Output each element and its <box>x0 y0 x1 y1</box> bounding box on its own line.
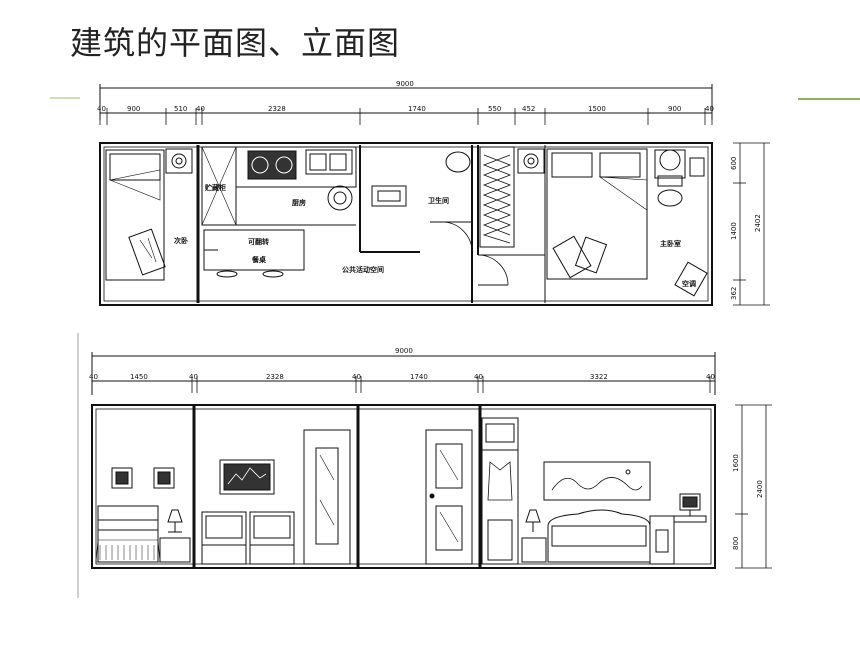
plan-right-dim-1: 1400 <box>730 222 738 240</box>
room-bathroom: 卫生间 <box>428 196 449 205</box>
room-kitchen: 厨房 <box>292 198 306 207</box>
elev-chair-1 <box>201 511 247 565</box>
elev-dim-7: 3322 <box>590 373 608 381</box>
elev-chair-2 <box>249 511 295 565</box>
plan-dim-8: 1500 <box>588 105 606 113</box>
room-second-bedroom: 次卧 <box>174 236 188 245</box>
air-conditioner <box>674 261 708 297</box>
room-foldable-table-2: 餐桌 <box>251 255 266 264</box>
elev-dim-6: 40 <box>474 373 483 381</box>
plan-dim-1: 900 <box>127 105 140 113</box>
master-desk <box>654 149 686 179</box>
plan-dim-7: 452 <box>522 105 535 113</box>
elev-outer-wall <box>91 404 716 569</box>
elev-dim-0: 40 <box>89 373 98 381</box>
elev-right-dim-1: 800 <box>732 537 740 550</box>
accent-line-right <box>798 98 860 100</box>
elevation: 9000 40 1450 40 2328 40 1740 40 3322 40 <box>77 333 772 598</box>
plan-dim-6: 550 <box>488 105 501 113</box>
elev-dim-1: 1450 <box>130 373 148 381</box>
elev-bed-1 <box>97 505 159 563</box>
wardrobe <box>479 146 515 248</box>
elev-dim-8: 40 <box>706 373 715 381</box>
plan-dim-3: 40 <box>196 105 205 113</box>
foldable-dining-table <box>203 229 305 271</box>
plan-outer-wall <box>99 142 713 306</box>
bathroom-toilet <box>371 185 407 207</box>
elev-painting <box>219 459 275 495</box>
elev-dim-5: 1740 <box>410 373 428 381</box>
room-storage-cabinet: 贮藏柜 <box>204 183 226 192</box>
master-bed <box>546 148 648 280</box>
floor-plan: 9000 40 900 510 40 2328 1740 550 452 150… <box>97 80 770 306</box>
plan-total-width: 9000 <box>396 80 414 88</box>
room-foldable-table-1: 可翻转 <box>248 237 269 246</box>
accent-line-left <box>50 97 80 99</box>
plan-dim-0: 40 <box>97 105 106 113</box>
elev-picture-2 <box>153 467 175 489</box>
room-public-space: 公共活动空间 <box>342 265 384 274</box>
elev-desk <box>649 515 675 565</box>
plan-right-dim-0: 600 <box>730 157 738 170</box>
plan-dim-2: 510 <box>174 105 187 113</box>
elev-picture-1 <box>111 467 133 489</box>
elev-master-painting <box>543 461 651 501</box>
elev-total-width: 9000 <box>395 347 413 355</box>
room-master-bedroom: 主卧室 <box>660 239 681 248</box>
elev-door-2 <box>425 429 473 565</box>
elev-right-overall: 2400 <box>756 480 764 498</box>
elev-master-bed <box>547 509 651 563</box>
second-bedroom-bed <box>105 149 165 281</box>
bathroom-basin <box>445 151 471 173</box>
plan-dim-10: 40 <box>705 105 714 113</box>
plan-dim-5: 1740 <box>408 105 426 113</box>
plan-dim-9: 900 <box>668 105 681 113</box>
plan-right-overall: 2402 <box>754 214 762 232</box>
room-air-conditioner: 空调 <box>682 279 696 288</box>
elev-right-dim-0: 1600 <box>732 454 740 472</box>
elev-dim-3: 2328 <box>266 373 284 381</box>
elev-dim-2: 40 <box>189 373 198 381</box>
kitchen-counter <box>235 146 357 188</box>
elev-door-1 <box>303 429 351 565</box>
plan-dim-4: 2328 <box>268 105 286 113</box>
page-title: 建筑的平面图、立面图 <box>70 24 401 62</box>
elev-wardrobe <box>481 417 519 565</box>
plan-right-dim-2: 362 <box>730 287 738 300</box>
elev-dim-4: 40 <box>352 373 361 381</box>
